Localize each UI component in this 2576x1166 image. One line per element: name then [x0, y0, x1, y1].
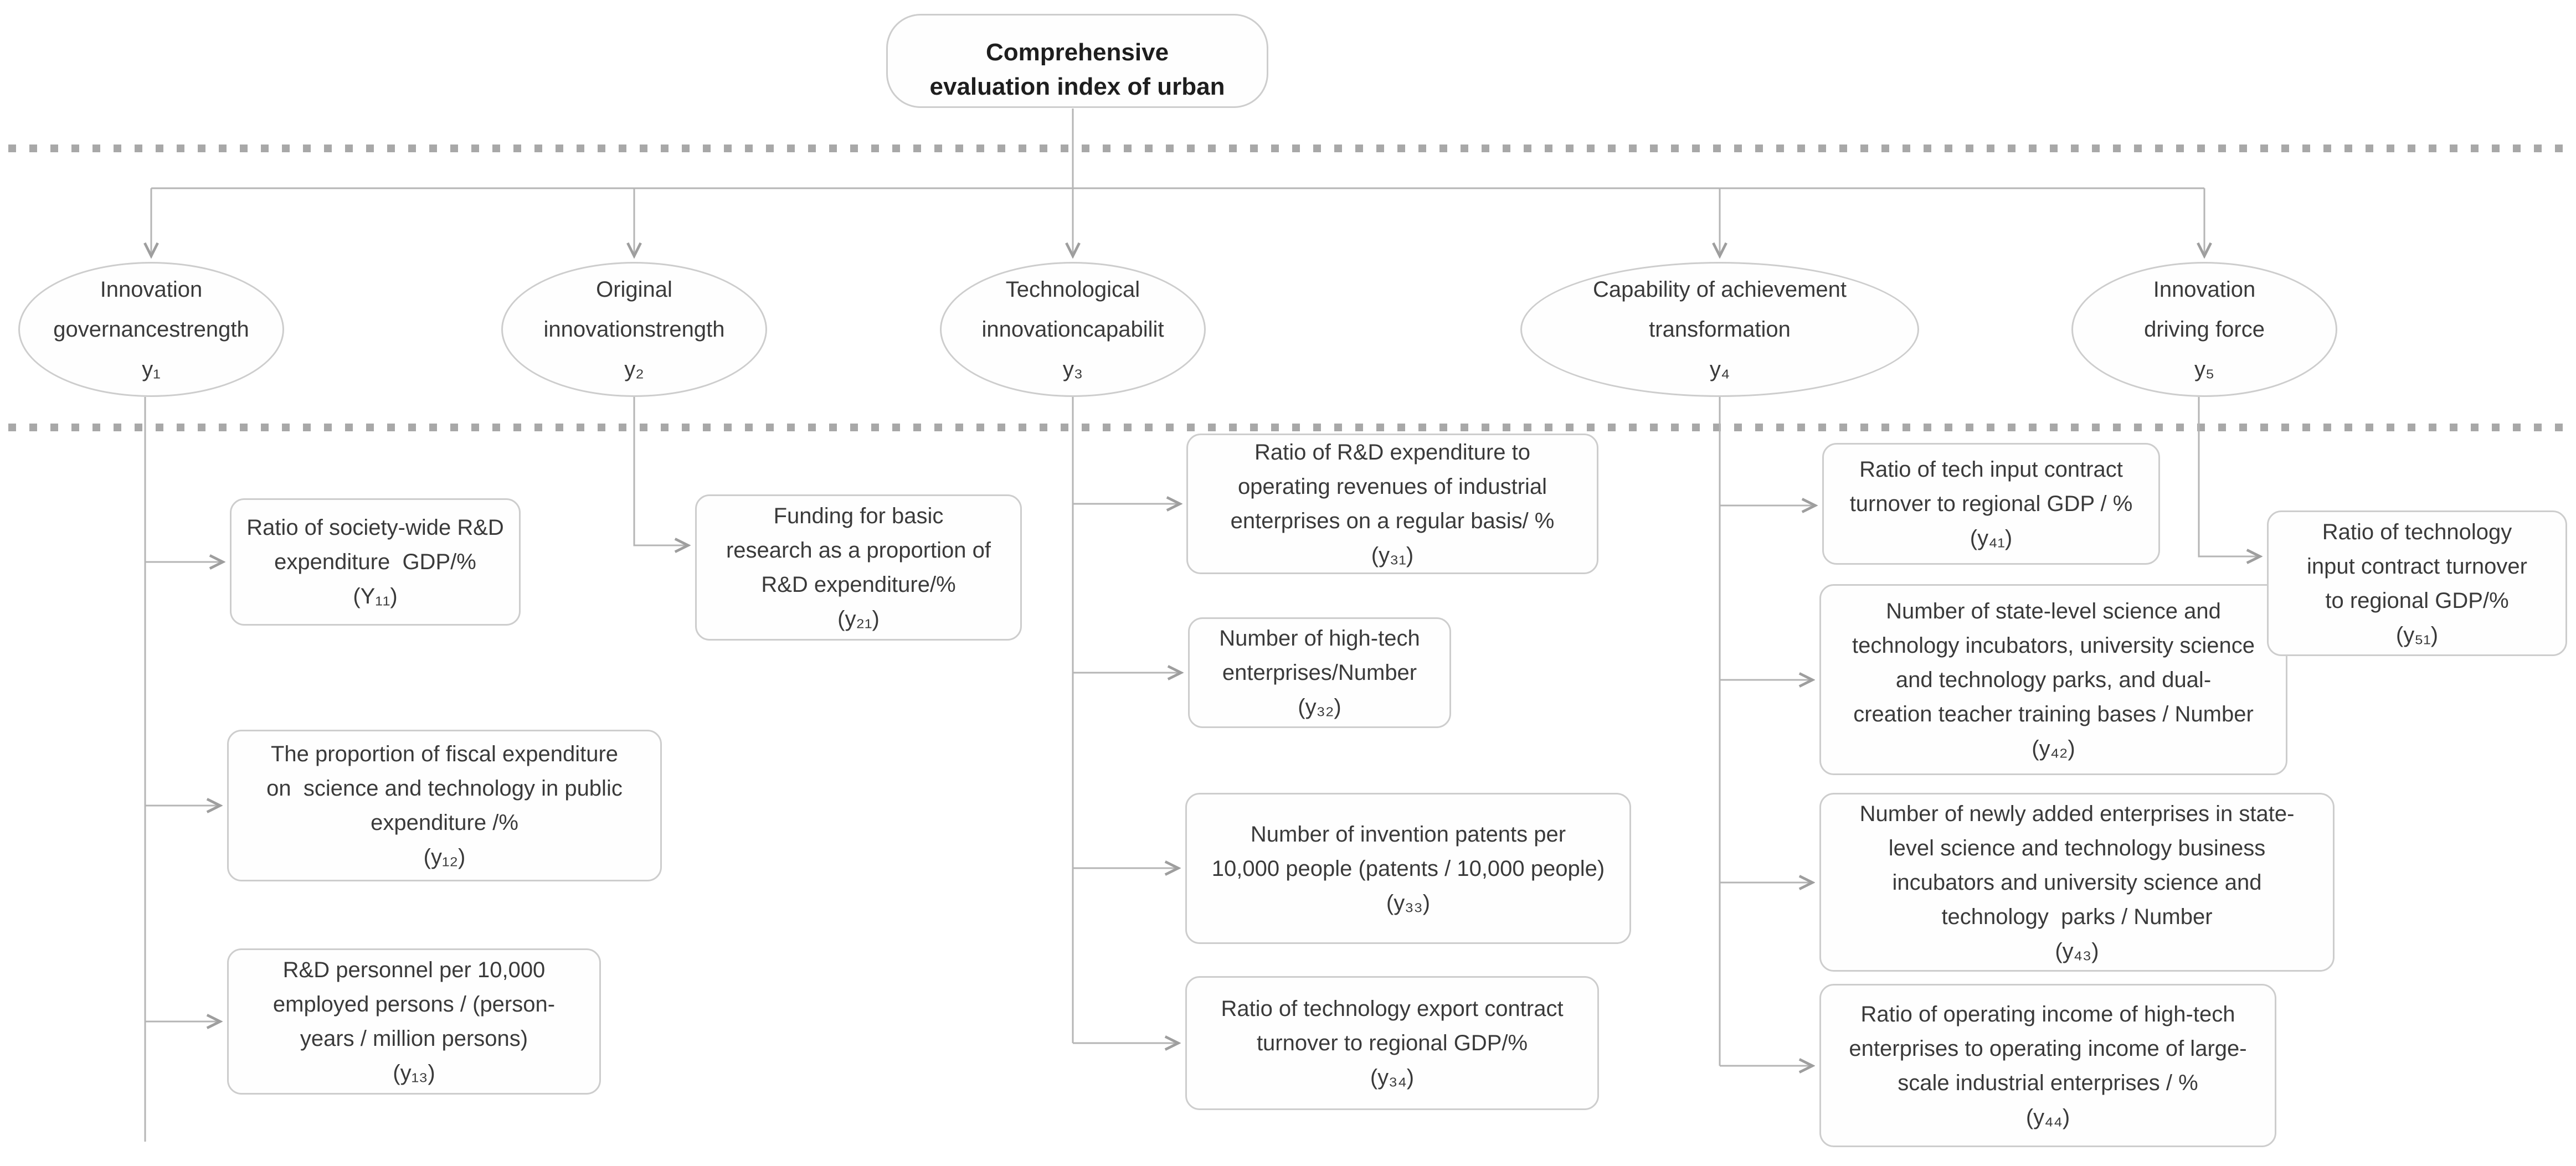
indicator-box-y44: Ratio of operating income of high-tech e… — [1819, 984, 2276, 1147]
root-branch-connectors — [151, 109, 2204, 255]
indicator-box-y51: Ratio of technology input contract turno… — [2267, 510, 2567, 656]
indicator-box-y13: R&D personnel per 10,000 employed person… — [227, 948, 601, 1095]
root-node: Comprehensive evaluation index of urban — [886, 14, 1268, 108]
indicator-box-y41: Ratio of tech input contract turnover to… — [1822, 443, 2160, 565]
indicator-box-y31: Ratio of R&D expenditure to operating re… — [1186, 434, 1598, 574]
y5-branch-connectors — [2198, 397, 2259, 556]
indicator-box-y21: Funding for basic research as a proporti… — [695, 494, 1022, 641]
indicator-box-y12: The proportion of fiscal expenditure on … — [227, 730, 662, 881]
dimension-node-y3: Technological innovationcapabilit y₃ — [940, 262, 1206, 397]
indicator-box-y42: Number of state-level science and techno… — [1819, 584, 2287, 775]
y3-branch-connectors — [1072, 397, 1180, 1043]
indicator-box-y33: Number of invention patents per 10,000 p… — [1185, 793, 1631, 944]
dimension-node-y4: Capability of achievement transformation… — [1520, 262, 1919, 397]
y2-branch-connectors — [633, 397, 687, 545]
y4-branch-connectors — [1719, 397, 1814, 1066]
dimension-node-y1: Innovation governancestrength y₁ — [18, 262, 284, 397]
indicator-box-y11: Ratio of society-wide R&D expenditure GD… — [230, 498, 521, 626]
y1-branch-connectors — [144, 397, 222, 1142]
indicator-box-y34: Ratio of technology export contract turn… — [1185, 976, 1599, 1110]
indicator-box-y32: Number of high-tech enterprises/Number (… — [1188, 617, 1451, 728]
dimension-node-y2: Original innovationstrength y₂ — [501, 262, 767, 397]
dimension-node-y5: Innovation driving force y₅ — [2071, 262, 2337, 397]
indicator-box-y43: Number of newly added enterprises in sta… — [1819, 793, 2335, 972]
